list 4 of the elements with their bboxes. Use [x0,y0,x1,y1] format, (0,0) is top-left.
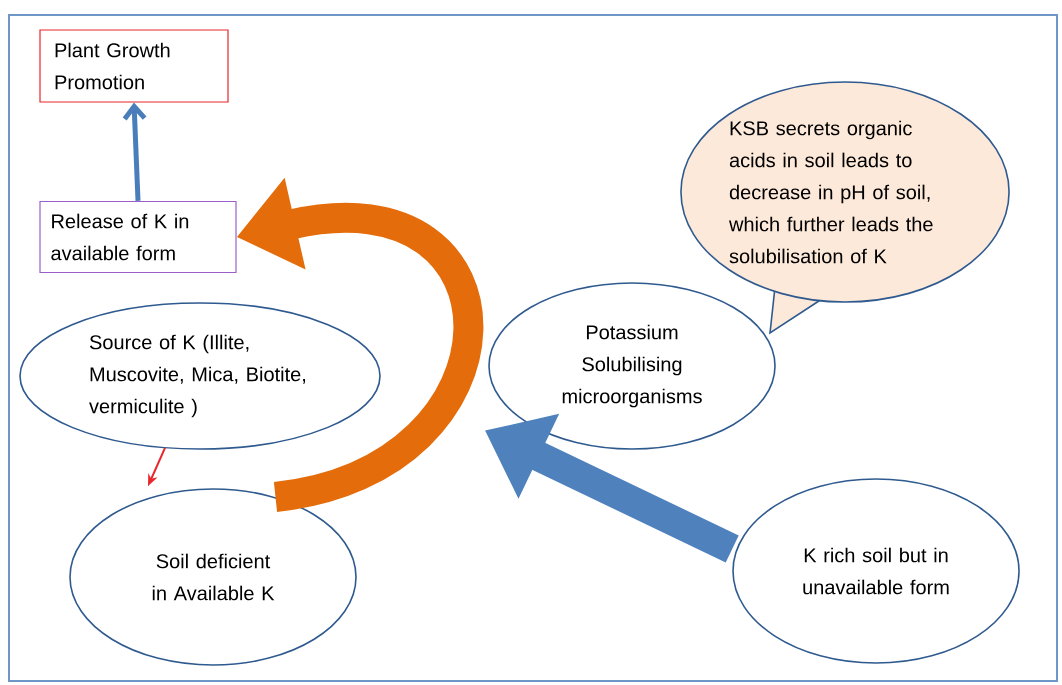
arrow [122,102,147,201]
speech-bubble: KSB secrets organic acids in soil leads to decrease in pH of soil, which further leads the solubilisation of K [680,81,1010,335]
process-box: Release of K in available form [39,200,237,274]
result-box: Plant Growth Promotion [39,29,229,103]
